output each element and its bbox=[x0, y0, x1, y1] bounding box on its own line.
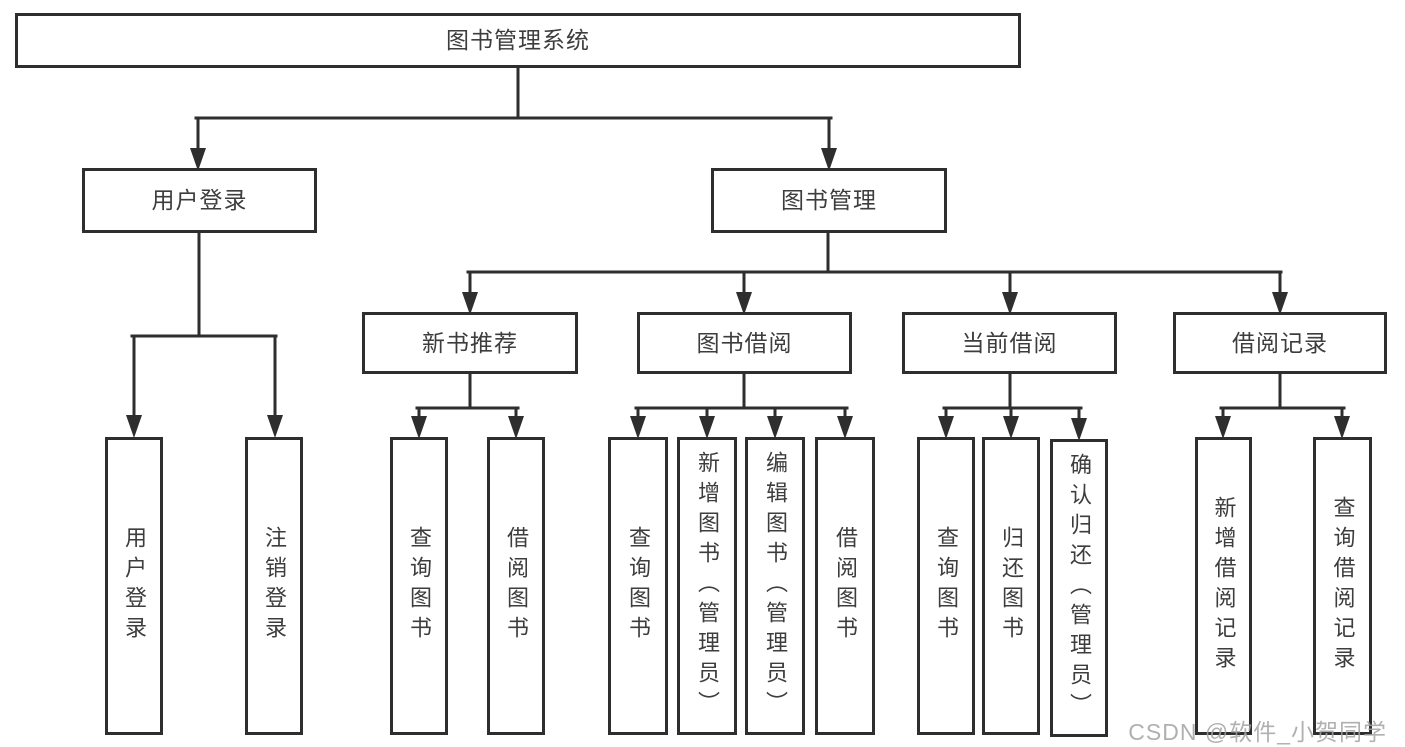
leaf-label: 新增借阅记录 bbox=[1211, 496, 1237, 676]
node-rec-query-book: 查询图书 bbox=[390, 437, 448, 735]
node-borrow-edit-book: 编辑图书（管理员） bbox=[745, 437, 805, 735]
node-current-return-book: 归还图书 bbox=[982, 437, 1040, 735]
leaf-label: 注销登录 bbox=[262, 526, 287, 646]
node-root: 图书管理系统 bbox=[15, 13, 1021, 68]
node-current-confirm-return: 确认归还（管理员） bbox=[1050, 439, 1108, 737]
node-book-borrow: 图书借阅 bbox=[637, 312, 852, 374]
leaf-label: 借阅图书 bbox=[504, 526, 529, 646]
leaf-label: 用户登录 bbox=[122, 526, 147, 646]
node-leaf-user-login: 用户登录 bbox=[105, 437, 163, 735]
node-user-login: 用户登录 bbox=[82, 168, 317, 233]
leaf-label: 查询图书 bbox=[407, 526, 432, 646]
node-borrow-borrow-book: 借阅图书 bbox=[815, 437, 875, 735]
leaf-label: 借阅图书 bbox=[833, 526, 858, 646]
leaf-label: 确认归还（管理员） bbox=[1067, 453, 1092, 723]
node-new-book-rec: 新书推荐 bbox=[362, 312, 578, 374]
node-leaf-logout: 注销登录 bbox=[245, 437, 303, 735]
node-records-query-record: 查询借阅记录 bbox=[1313, 437, 1372, 735]
node-borrow-query-book: 查询图书 bbox=[608, 437, 668, 735]
node-borrow-add-book: 新增图书（管理员） bbox=[677, 437, 737, 735]
leaf-label: 新增图书（管理员） bbox=[695, 451, 720, 721]
leaf-label: 查询借阅记录 bbox=[1330, 496, 1356, 676]
leaf-label: 查询图书 bbox=[626, 526, 651, 646]
leaf-label: 查询图书 bbox=[934, 526, 959, 646]
node-borrow-records: 借阅记录 bbox=[1173, 312, 1387, 374]
leaf-label: 归还图书 bbox=[999, 526, 1024, 646]
node-rec-borrow-book: 借阅图书 bbox=[487, 437, 545, 735]
csdn-watermark: CSDN @软件_小贺同学 bbox=[1128, 719, 1387, 745]
node-book-mgmt: 图书管理 bbox=[711, 168, 947, 233]
node-records-add-record: 新增借阅记录 bbox=[1195, 437, 1252, 735]
leaf-label: 编辑图书（管理员） bbox=[763, 451, 788, 721]
node-current-query-book: 查询图书 bbox=[917, 437, 975, 735]
node-current-borrow: 当前借阅 bbox=[902, 312, 1117, 374]
